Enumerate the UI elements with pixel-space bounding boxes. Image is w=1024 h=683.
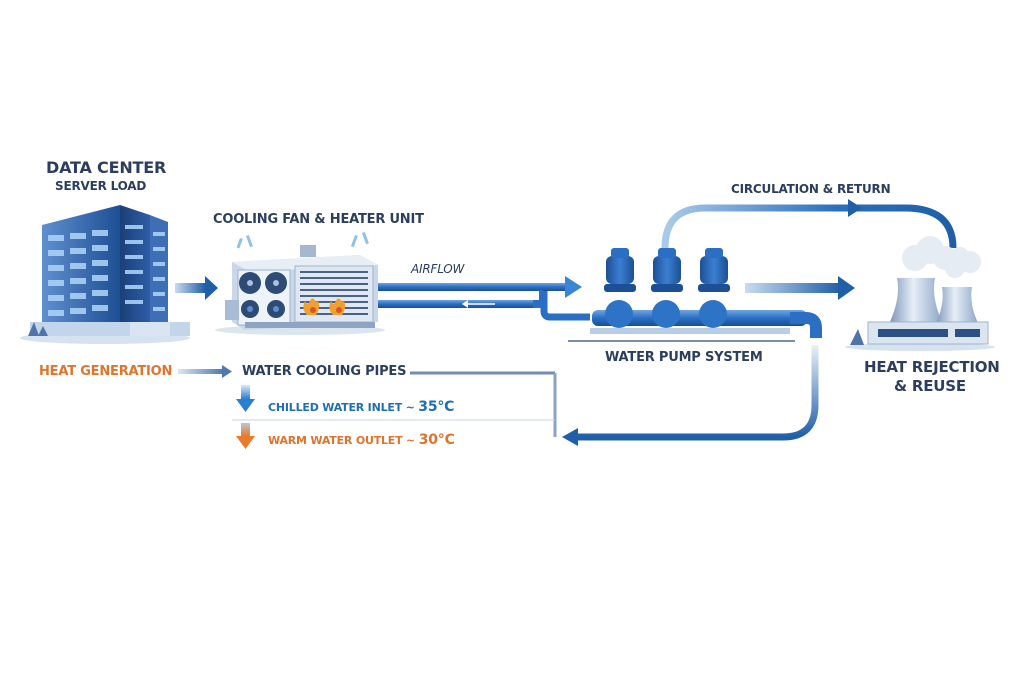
vapor-icon: [236, 231, 369, 249]
cooling-unit-icon: [215, 231, 385, 335]
outlet-label: WARM WATER OUTLET ~: [268, 434, 416, 447]
cooling-pipes-label: WATER COOLING PIPES: [242, 364, 407, 379]
arrow-heat-to-pipes: [178, 365, 232, 378]
heat-generation-label: HEAT GENERATION: [39, 364, 173, 379]
data-center-title: DATA CENTER: [46, 158, 167, 177]
cooling-unit-title: COOLING FAN & HEATER UNIT: [213, 212, 424, 227]
chilled-water-arrow-icon: [236, 385, 255, 412]
outlet-temp: 30°C: [418, 432, 455, 448]
circulation-label: CIRCULATION & RETURN: [731, 182, 891, 196]
data-center-subtitle: SERVER LOAD: [55, 179, 147, 193]
cooling-pipes-connector: [232, 371, 557, 437]
chilled-water-inlet: CHILLED WATER INLET ~ 35°C: [268, 399, 454, 415]
warm-water-arrow-icon: [236, 423, 255, 449]
circulation-return-arrow: [661, 199, 957, 249]
data-center-building-icon: [20, 205, 190, 344]
warm-water-outlet: WARM WATER OUTLET ~ 30°C: [268, 432, 455, 448]
inlet-temp: 35°C: [418, 399, 455, 415]
arrow-to-cooling-unit: [175, 276, 218, 300]
pump-label: WATER PUMP SYSTEM: [605, 350, 763, 365]
flame-icon: [303, 298, 320, 315]
inlet-label: CHILLED WATER INLET ~: [268, 401, 415, 414]
airflow-label: AIRFLOW: [411, 262, 465, 276]
heat-rejection-line1: HEAT REJECTION: [864, 358, 1000, 376]
airflow-pipes: [378, 276, 590, 321]
return-loop-arrow: [562, 345, 819, 446]
cooling-tower-icon: [845, 236, 995, 351]
flame-icon: [329, 298, 346, 315]
water-pump-icon: [568, 248, 822, 342]
arrow-to-heat-rejection: [745, 276, 855, 300]
heat-rejection-line2: & REUSE: [894, 377, 966, 395]
